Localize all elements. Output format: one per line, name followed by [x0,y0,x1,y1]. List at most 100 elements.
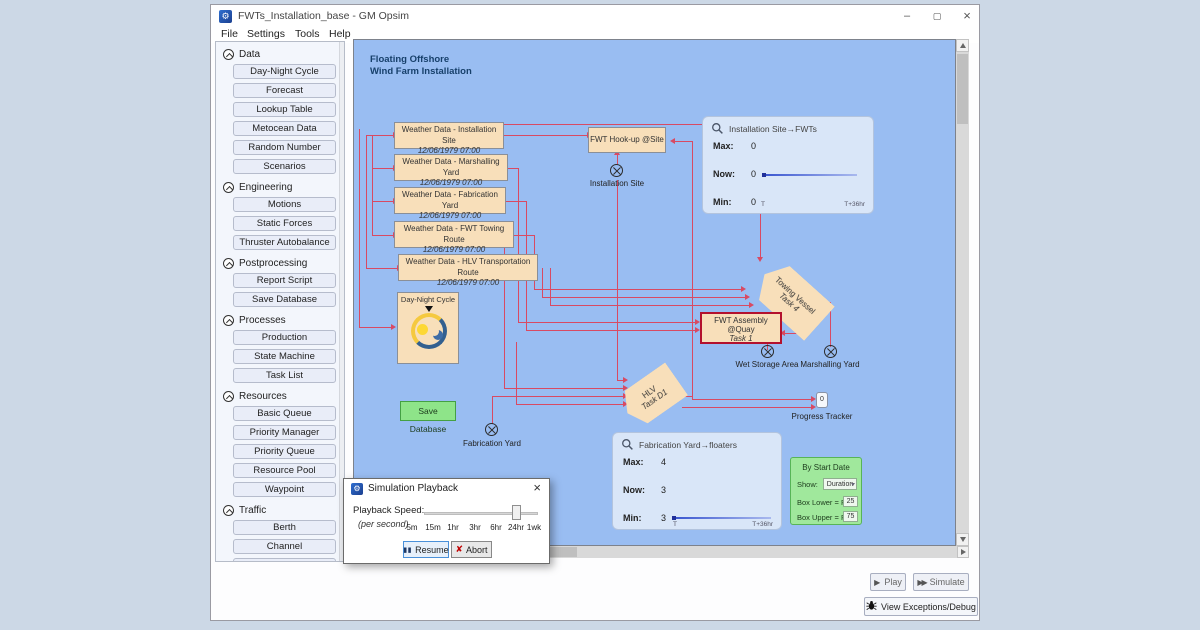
sidebar-item-static-forces[interactable]: Static Forces [233,216,336,231]
sidebar-item-resource-pool[interactable]: Resource Pool [233,463,336,478]
sidebar-item-task-list[interactable]: Task List [233,368,336,383]
speed-slider-track[interactable] [424,512,538,515]
collapse-chevron-icon[interactable] [223,315,234,326]
sidebar-item-random-number[interactable]: Random Number [233,140,336,155]
section-processes[interactable]: Processes [216,311,344,330]
play-button[interactable]: ▶Play [870,573,906,591]
scrollbar-thumb[interactable] [957,54,968,124]
installation-site-icon[interactable] [610,164,623,177]
scroll-up-icon[interactable] [956,39,969,52]
simulate-button[interactable]: ▶▶Simulate [913,573,969,591]
close-icon[interactable]: × [533,480,541,495]
section-engineering[interactable]: Engineering [216,178,344,197]
close-icon[interactable]: × [963,8,971,23]
pause-icon: ▮▮ [403,546,413,554]
collapse-chevron-icon[interactable] [223,182,234,193]
title-bar[interactable]: ⚙ FWTs_Installation_base - GM Opsim – ▢ … [211,5,979,27]
node-save-database[interactable]: Save Database [400,401,456,434]
sidebar-item-traffic-generator[interactable]: Traffic Generator [233,558,336,561]
box-upper-input[interactable]: 75 [843,511,858,522]
play-icon: ▶ [874,577,881,587]
sidebar-item-basic-queue[interactable]: Basic Queue [233,406,336,421]
menu-tools[interactable]: Tools [295,28,320,40]
block-library-sidebar: Data Day-Night Cycle Forecast Lookup Tab… [215,41,345,562]
sidebar-item-thruster-autobalance[interactable]: Thruster Autobalance [233,235,336,250]
tracker-line [765,174,857,176]
node-weather-fabrication-yard[interactable]: Weather Data - Fabrication Yard 12/06/19… [394,187,506,220]
collapse-chevron-icon[interactable] [223,49,234,60]
scroll-right-icon[interactable] [957,546,969,558]
speed-slider-handle[interactable] [512,505,521,520]
section-postprocessing[interactable]: Postprocessing [216,254,344,273]
sidebar-item-metocean-data[interactable]: Metocean Data [233,121,336,136]
sidebar-item-motions[interactable]: Motions [233,197,336,212]
node-day-night-cycle[interactable]: Day-Night Cycle [397,292,459,364]
sidebar-item-production[interactable]: Production [233,330,336,345]
sidebar-item-save-database[interactable]: Save Database [233,292,336,307]
magnifier-icon [621,438,634,456]
sidebar-item-priority-queue[interactable]: Priority Queue [233,444,336,459]
show-dropdown[interactable]: Duration [823,478,857,490]
menu-help[interactable]: Help [329,28,351,40]
simulation-playback-dialog[interactable]: ⚙ Simulation Playback × Playback Speed: … [343,478,550,564]
tracker-line [675,517,771,519]
menu-settings[interactable]: Settings [247,28,285,40]
section-traffic[interactable]: Traffic [216,501,344,520]
model-canvas[interactable]: Floating Offshore Wind Farm Installation [353,39,956,546]
fast-forward-icon: ▶▶ [917,577,927,587]
fabrication-yard-label: Fabrication Yard [463,439,521,448]
wet-storage-area-label: Wet Storage Area [735,360,799,369]
sun-icon [417,324,428,335]
sidebar-item-lookup-table[interactable]: Lookup Table [233,102,336,117]
maximize-icon[interactable]: ▢ [932,11,942,21]
tracker-dot [762,173,766,177]
collapse-chevron-icon[interactable] [223,505,234,516]
sidebar-item-scenarios[interactable]: Scenarios [233,159,336,174]
menu-file[interactable]: File [221,28,238,40]
node-fwt-assembly-quay[interactable]: FWT Assembly @Quay Task 1 [700,312,782,344]
chevron-down-icon [851,483,855,486]
node-weather-fwt-towing-route[interactable]: Weather Data - FWT Towing Route 12/06/19… [394,221,514,254]
sidebar-item-day-night-cycle[interactable]: Day-Night Cycle [233,64,336,79]
node-weather-installation-site[interactable]: Weather Data - Installation Site 12/06/1… [394,122,504,155]
fabrication-yard-icon[interactable] [485,423,498,436]
marshalling-yard-label: Marshalling Yard [800,360,860,369]
view-exceptions-debug-button[interactable]: View Exceptions/Debug [864,597,978,616]
sidebar-item-channel[interactable]: Channel [233,539,336,554]
node-weather-marshalling-yard[interactable]: Weather Data - Marshalling Yard 12/06/19… [394,154,508,187]
canvas-vertical-scrollbar[interactable] [956,39,969,546]
abort-button[interactable]: ✘Abort [451,541,492,558]
sidebar-item-report-script[interactable]: Report Script [233,273,336,288]
node-weather-hlv-transportation-route[interactable]: Weather Data - HLV Transportation Route … [398,254,538,287]
sidebar-item-priority-manager[interactable]: Priority Manager [233,425,336,440]
collapse-chevron-icon[interactable] [223,258,234,269]
sidebar-item-forecast[interactable]: Forecast [233,83,336,98]
collapse-chevron-icon[interactable] [223,391,234,402]
wet-storage-area-icon[interactable] [761,345,774,358]
tracker-installation-site-fwts[interactable]: Installation Site→FWTs Max:0 Now:0 Min:0… [702,116,874,214]
resume-button[interactable]: ▮▮Resume [403,541,449,558]
section-resources[interactable]: Resources [216,387,344,406]
tracker-dot [672,516,676,520]
scroll-down-icon[interactable] [956,533,969,546]
progress-tracker-icon[interactable]: 0 [816,392,828,408]
section-data[interactable]: Data [216,45,344,64]
time-marker-icon [425,306,433,312]
node-hlv-task[interactable]: HLV Task D1 [616,362,688,429]
magnifier-icon [711,122,724,140]
canvas-heading: Floating Offshore Wind Farm Installation [370,54,472,77]
bug-icon [866,600,877,613]
sidebar-scrollbar[interactable] [339,42,344,561]
by-start-date-panel[interactable]: By Start Date Show: Duration Box Lower =… [790,457,862,525]
sidebar-item-waypoint[interactable]: Waypoint [233,482,336,497]
box-lower-input[interactable]: 25 [843,496,858,507]
tracker-fabrication-yard-floaters[interactable]: Fabrication Yard→floaters Max:4 Now:3 Mi… [612,432,782,530]
node-fwt-hookup[interactable]: FWT Hook-up @Site [588,127,666,153]
marshalling-yard-icon[interactable] [824,345,837,358]
x-icon: ✘ [455,544,464,554]
sidebar-item-state-machine[interactable]: State Machine [233,349,336,364]
window-title: FWTs_Installation_base - GM Opsim [238,10,409,22]
minimize-icon[interactable]: – [903,10,911,22]
sidebar-item-berth[interactable]: Berth [233,520,336,535]
